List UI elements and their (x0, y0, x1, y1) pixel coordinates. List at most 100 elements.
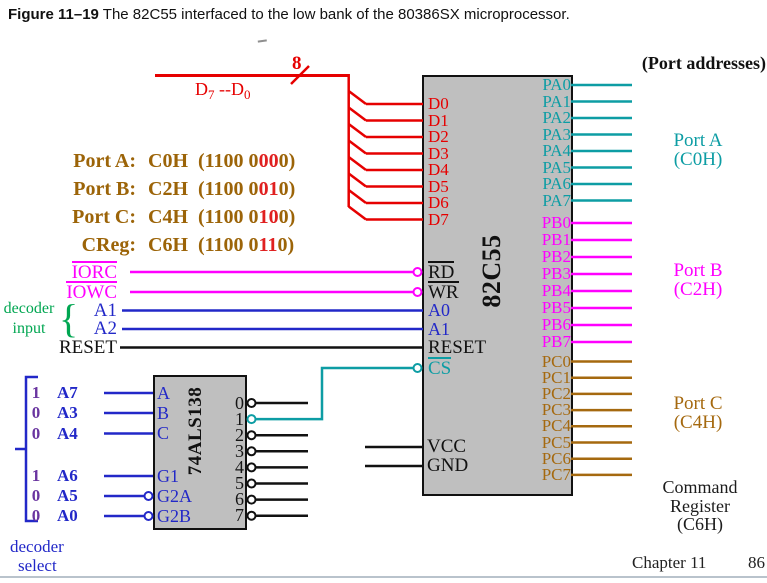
port-address-row-a: Port A:C0H(1100 0000) (73, 150, 296, 172)
pin-PB5: PB5 (541, 298, 571, 317)
pin-PC5: PC5 (541, 432, 571, 452)
decoder-pin-C: C (157, 423, 170, 443)
stray-mark (257, 39, 268, 46)
pin-A1: A1 (428, 318, 450, 339)
decoder-output-6: 6 (235, 489, 244, 510)
pin-PC2: PC2 (541, 383, 571, 403)
decoder-pin-A: A (157, 382, 170, 403)
select-bit-A5: 0 (31, 486, 41, 505)
pin-D7: D7 (428, 209, 449, 229)
signal-iorc: IORC (71, 261, 117, 283)
pin-D6: D6 (428, 193, 449, 212)
decoder-output-1: 1 (235, 408, 244, 429)
decoder-output-bubble-5 (246, 478, 257, 489)
pin-A0: A0 (428, 300, 450, 320)
select-signal-A7: A7 (57, 383, 78, 402)
decoder-output-bubble-4 (246, 462, 257, 473)
port-b-label: Port B(C2H) (673, 260, 723, 300)
data-bus-branch (347, 205, 367, 221)
decoder-output-bubble-6 (246, 494, 257, 505)
wire-chip-select (255, 366, 413, 421)
figure-caption: The 82C55 interfaced to the low bank of … (102, 6, 570, 23)
port-address-row-c: Port C:C4H(1100 0100) (72, 206, 296, 228)
decoder-pin-B: B (157, 402, 170, 423)
decoder-select-label-line2: select (18, 556, 57, 575)
select-signal-A3: A3 (57, 403, 78, 422)
pin-PB1: PB1 (541, 230, 571, 249)
pin-PB7: PB7 (541, 332, 571, 351)
pin-PA2: PA2 (542, 108, 571, 127)
decoder-pin-G2A: G2A (157, 485, 192, 506)
select-bit-A7: 1 (31, 383, 41, 402)
data-bus-branch (347, 156, 367, 171)
decoder-input-brace: { (59, 296, 79, 341)
pin-PC0: PC0 (541, 351, 571, 371)
select-signal-A5: A5 (57, 486, 78, 505)
pin-D4: D4 (428, 160, 449, 179)
pin-RD: RD (428, 261, 455, 283)
footer-page-number: 86 (748, 553, 765, 572)
pin-PC6: PC6 (541, 448, 571, 468)
port-address-row-creg: CReg:C6H(1100 0110) (81, 234, 295, 256)
port-addresses-heading: (Port addresses) (641, 53, 766, 73)
select-bit-A4: 0 (31, 423, 41, 443)
pin-PA0: PA0 (542, 75, 571, 94)
data-bus-branch (347, 139, 367, 155)
chip-82c55-body (422, 75, 573, 496)
decoder-output-7: 7 (235, 505, 244, 526)
cs-bubble (412, 363, 423, 373)
decoder-output-2: 2 (235, 424, 244, 445)
data-bus-branch (347, 172, 367, 188)
pin-RESET: RESET (428, 336, 487, 358)
pin-GND: GND (427, 455, 469, 476)
signal-reset: RESET (58, 337, 117, 358)
pin-PA4: PA4 (542, 141, 571, 160)
figure-number: Figure 11–19 (8, 6, 99, 23)
select-bit-A3: 0 (31, 403, 41, 422)
decoder-output-4: 4 (235, 456, 244, 477)
decoder-output-bubble-0 (246, 398, 257, 408)
rd-bubble (412, 267, 423, 277)
pin-PB3: PB3 (541, 264, 571, 283)
select-bit-A0: 0 (31, 506, 41, 525)
signal-a2: A2 (93, 318, 117, 339)
decoder-output-bubble-2 (246, 430, 257, 441)
chip-74als138-name: 74ALS138 (185, 386, 206, 476)
pin-PA7: PA7 (542, 190, 571, 210)
signal-iowc: IOWC (66, 281, 117, 303)
pin-PB6: PB6 (541, 315, 571, 334)
data-bus-range-label: D7 --D0 (195, 79, 251, 102)
pin-WR: WR (428, 281, 459, 303)
port-address-row-b: Port B:C2H(1100 0010) (73, 178, 296, 200)
data-bus-branch (347, 90, 367, 105)
pin-PC7: PC7 (541, 464, 571, 484)
bottom-divider (0, 576, 767, 578)
decoder-output-bubble-7 (246, 510, 257, 521)
pin-PB4: PB4 (541, 281, 571, 300)
decoder-output-5: 5 (235, 473, 244, 493)
pin-PA1: PA1 (542, 91, 571, 111)
decoder-output-bubble-1 (246, 414, 257, 425)
pin-PA5: PA5 (542, 157, 571, 177)
select-signal-A4: A4 (57, 423, 78, 443)
pin-VCC: VCC (427, 436, 467, 457)
decoder-pin-G2B: G2B (157, 505, 192, 526)
pin-D2: D2 (428, 127, 449, 146)
select-signal-A0: A0 (57, 506, 78, 525)
bus-width-label: 8 (292, 53, 302, 74)
pin-PC1: PC1 (541, 367, 571, 387)
data-bus-branch (347, 106, 367, 122)
g2b-bubble (143, 511, 154, 521)
decoder-pin-G1: G1 (157, 465, 179, 486)
pin-D5: D5 (428, 176, 449, 196)
pin-D0: D0 (428, 94, 449, 113)
pin-PA6: PA6 (542, 174, 571, 193)
pin-PC4: PC4 (541, 416, 571, 436)
port-c-label: Port C(C4H) (673, 393, 723, 433)
select-bit-A6: 1 (31, 466, 41, 485)
pin-D1: D1 (428, 110, 449, 130)
chip-82c55-name: 82C55 (477, 234, 506, 308)
select-signal-A6: A6 (57, 466, 78, 485)
